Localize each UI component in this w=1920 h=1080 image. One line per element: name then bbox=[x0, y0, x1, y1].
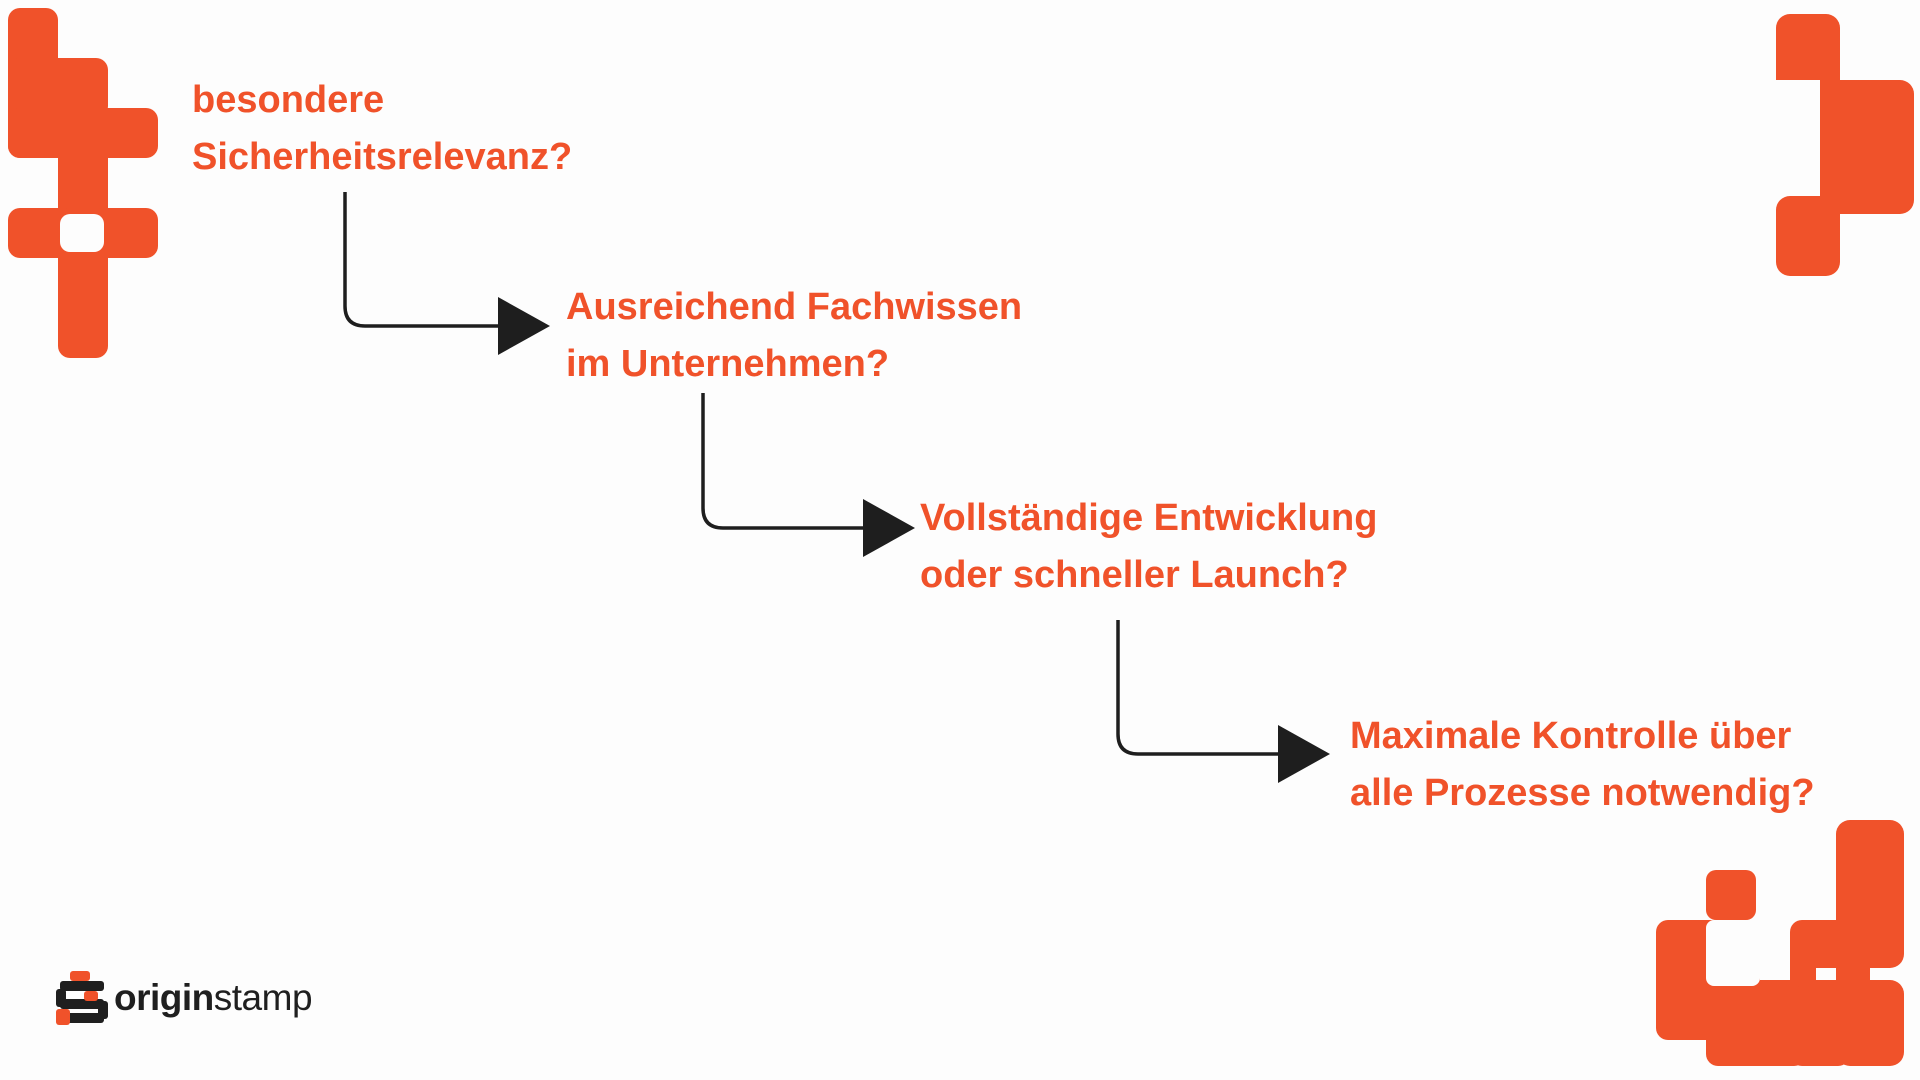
step-4-line-2: alle Prozesse notwendig? bbox=[1350, 772, 1815, 814]
step-4-line-1: Maximale Kontrolle über bbox=[1350, 715, 1792, 757]
brand-wordmark-stamp: stamp bbox=[213, 977, 313, 1018]
step-3-question: Vollständige Entwicklung oder schneller … bbox=[920, 490, 1377, 604]
connector-2 bbox=[701, 393, 865, 530]
decorative-pixel-shape-top-left bbox=[8, 8, 158, 358]
step-3-line-1: Vollständige Entwicklung bbox=[920, 497, 1378, 539]
arrowhead-2 bbox=[863, 499, 915, 557]
step-2-line-1: Ausreichend Fachwissen bbox=[566, 286, 1023, 328]
step-3-line-2: oder schneller Launch? bbox=[920, 554, 1349, 596]
arrowhead-1 bbox=[498, 297, 550, 355]
connector-1 bbox=[343, 192, 500, 328]
originstamp-logo-icon bbox=[56, 971, 108, 1025]
step-4-question: Maximale Kontrolle über alle Prozesse no… bbox=[1350, 708, 1815, 822]
decorative-pixel-shape-top-right bbox=[1776, 14, 1914, 276]
step-1-line-1: besondere bbox=[192, 79, 385, 121]
step-2-question: Ausreichend Fachwissen im Unternehmen? bbox=[566, 279, 1022, 393]
brand-wordmark: originstamp bbox=[114, 977, 313, 1019]
arrowhead-3 bbox=[1278, 725, 1330, 783]
step-1-line-2: Sicherheitsrelevanz? bbox=[192, 136, 573, 178]
step-1-question: besondere Sicherheitsrelevanz? bbox=[192, 72, 572, 186]
brand-wordmark-origin: origin bbox=[114, 977, 214, 1018]
brand-logo: originstamp bbox=[56, 968, 313, 1028]
step-2-line-2: im Unternehmen? bbox=[566, 343, 890, 385]
decorative-pixel-shape-bottom-right bbox=[1656, 820, 1904, 1066]
connector-3 bbox=[1116, 620, 1280, 756]
